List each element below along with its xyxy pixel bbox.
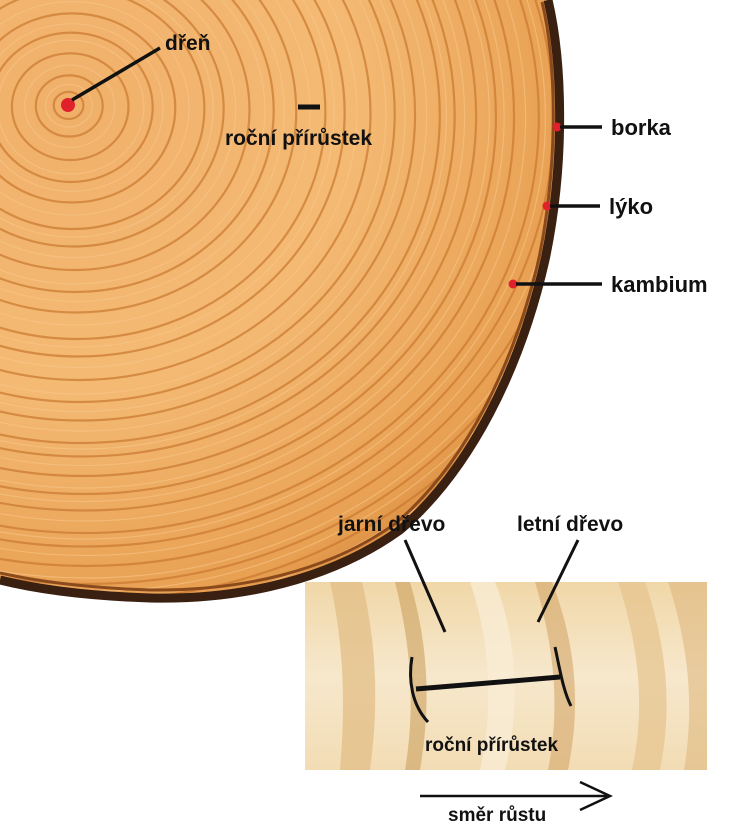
annual-growth-top-label: roční přírůstek	[225, 127, 372, 150]
cambium-label: kambium	[611, 272, 708, 297]
bark-annotation: borka	[553, 115, 672, 140]
growth-direction-label: směr růstu	[448, 805, 546, 826]
annual-growth-bottom-label: roční přírůstek	[425, 735, 558, 756]
phloem-label: lýko	[609, 194, 653, 219]
bark-label: borka	[611, 115, 672, 140]
pith-label: dřeň	[165, 32, 211, 55]
latewood-label: letní dřevo	[517, 513, 623, 536]
earlywood-label: jarní dřevo	[337, 513, 445, 536]
